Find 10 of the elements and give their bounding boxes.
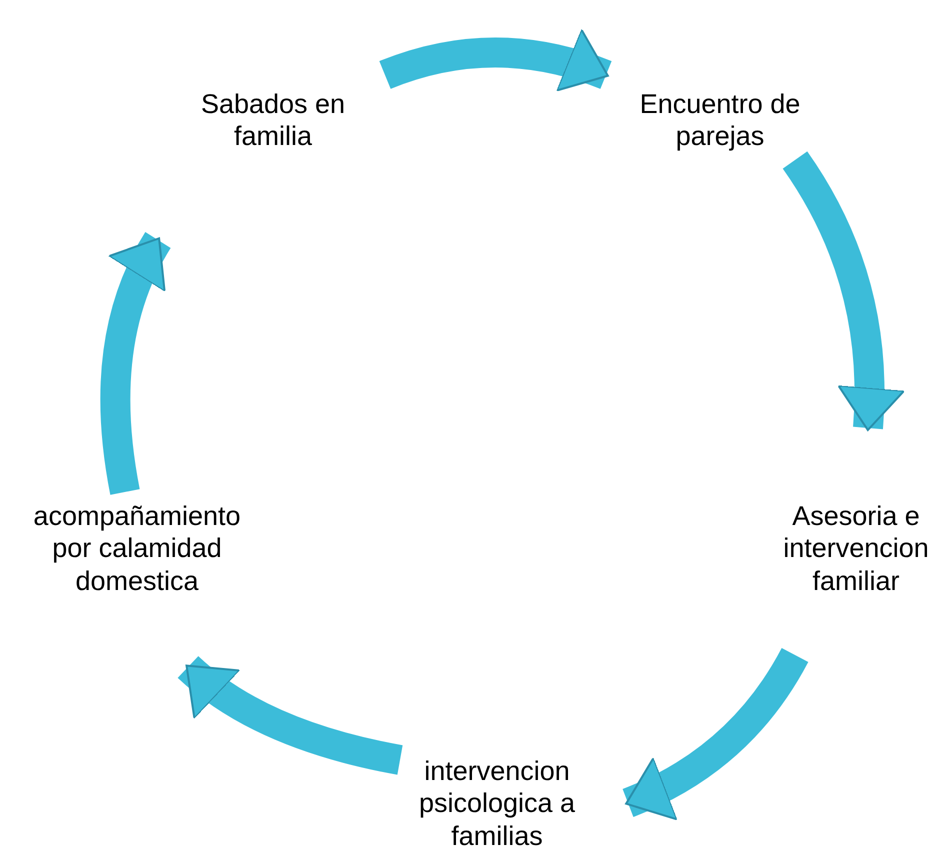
node-label: Sabados en familia	[200, 88, 346, 153]
curved-arrow	[622, 648, 808, 820]
curved-arrow	[100, 232, 171, 495]
node-label: Asesoria e intervencion familiar	[782, 500, 930, 598]
node-label: acompañamiento por calamidad domestica	[32, 500, 242, 598]
node-label: Encuentro de parejas	[638, 88, 802, 153]
curved-arrow	[380, 29, 612, 93]
curved-arrow	[782, 152, 904, 431]
node-label: intervencion psicologica a familias	[418, 755, 576, 852]
curved-arrow	[178, 656, 403, 775]
